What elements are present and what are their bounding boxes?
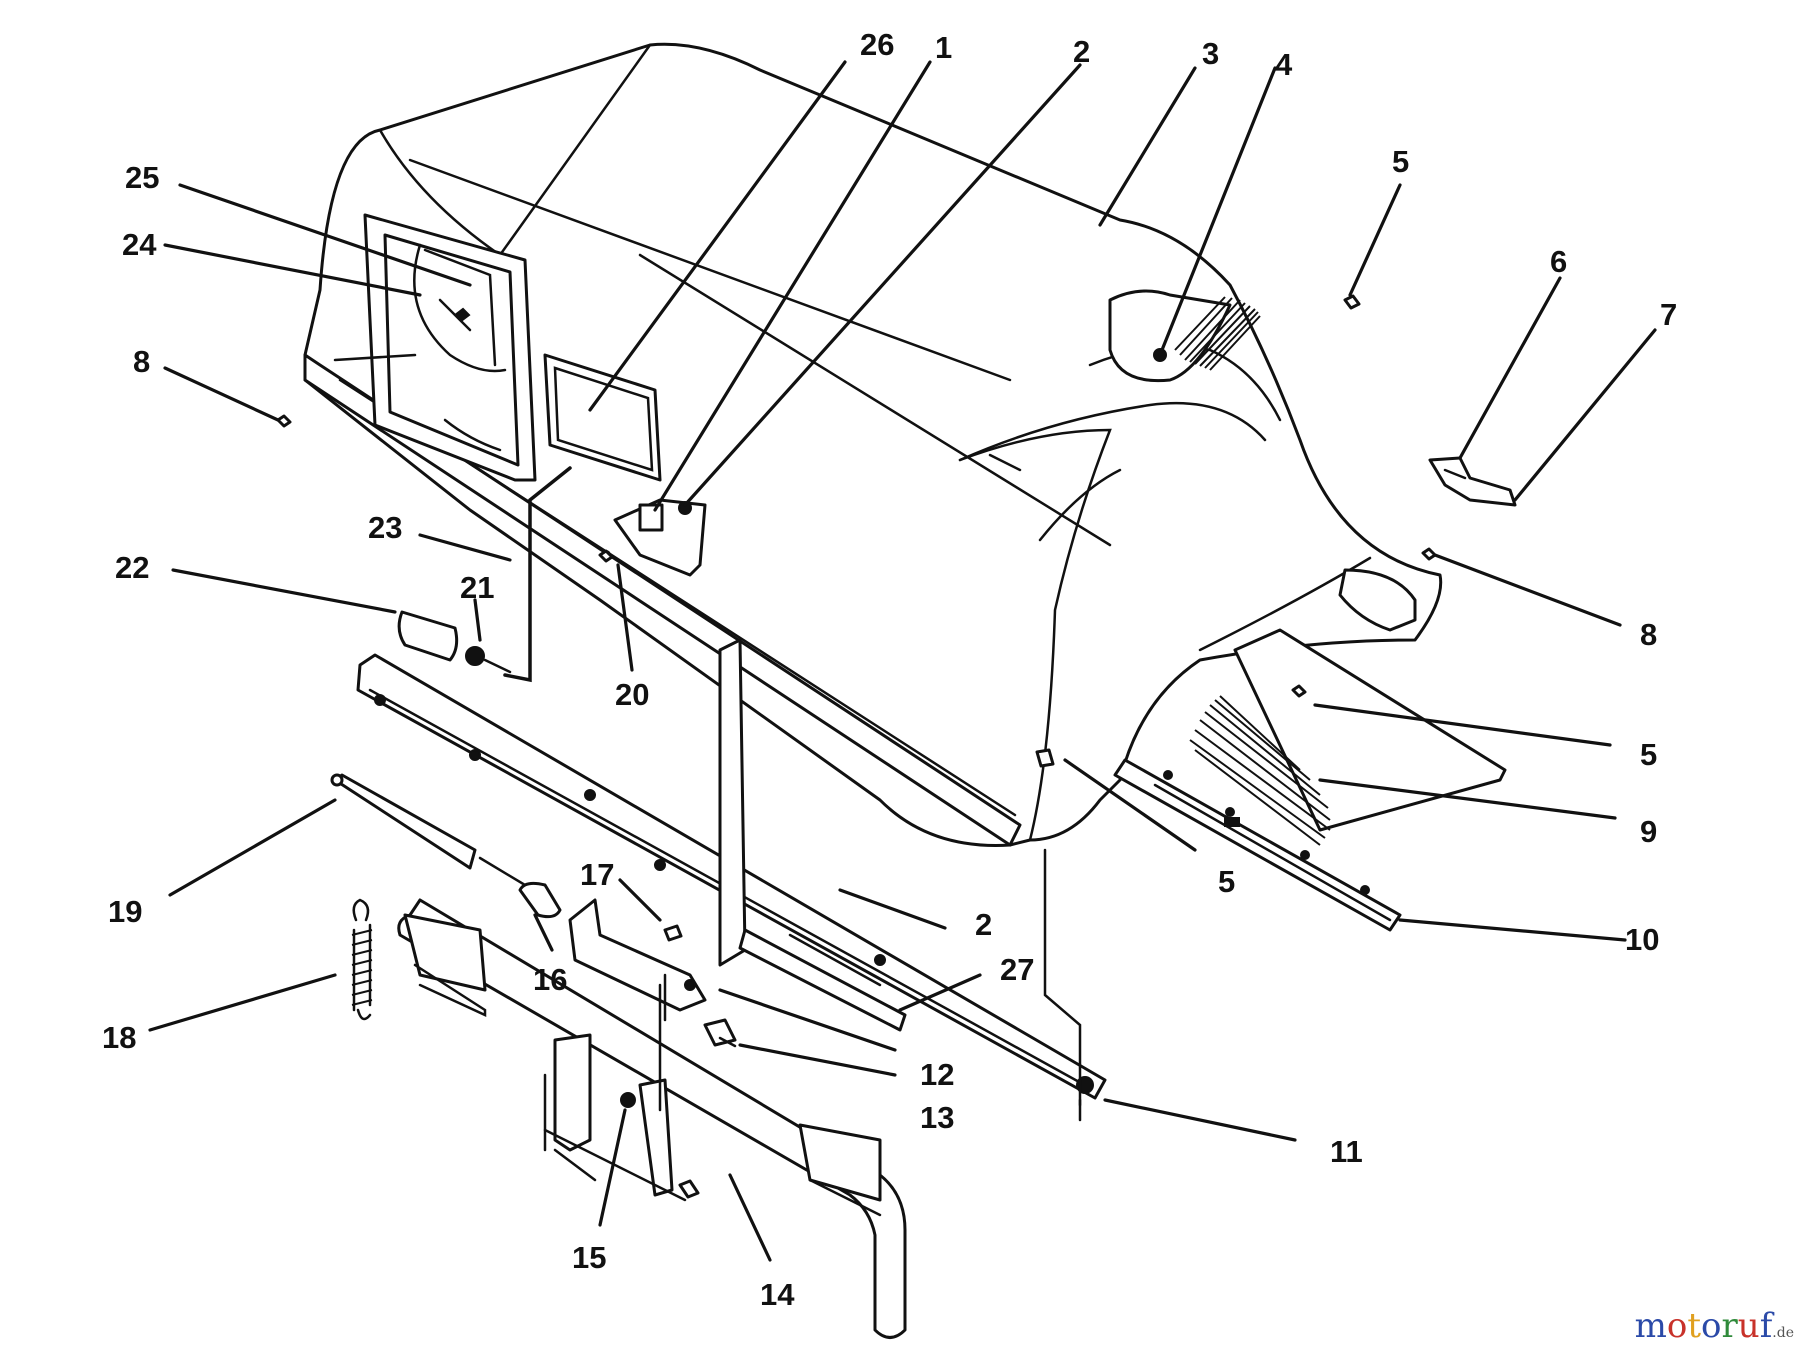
callout-14: 14 [760, 1277, 795, 1312]
screws [276, 294, 1437, 768]
callout-9: 9 [1640, 814, 1657, 849]
callout-27: 27 [1000, 952, 1034, 987]
callout-labels: 26 1 2 3 4 5 6 7 25 24 8 8 23 22 21 20 5… [102, 27, 1677, 1312]
watermark-brand: motoruf [1635, 1306, 1773, 1346]
guide-line [1043, 848, 1082, 1107]
watermark-letter: r [1721, 1306, 1738, 1346]
watermark-letter: m [1634, 1306, 1667, 1346]
spring [351, 898, 373, 1021]
watermark-letter: o [1666, 1306, 1688, 1346]
callout-12: 12 [920, 1057, 954, 1092]
watermark-letter: u [1737, 1306, 1760, 1346]
pivot-rod [330, 773, 532, 890]
callout-8b: 8 [1640, 617, 1657, 652]
callout-2b: 2 [975, 907, 992, 942]
callout-17: 17 [580, 857, 614, 892]
watermark-letter: t [1687, 1306, 1702, 1346]
watermark-tld: .de [1772, 1325, 1794, 1341]
callout-11: 11 [1330, 1134, 1363, 1169]
right-side-rail [1113, 758, 1402, 932]
watermark-letter: o [1701, 1306, 1722, 1346]
bolt [703, 1018, 737, 1048]
callout-13: 13 [920, 1100, 954, 1135]
watermark-logo: motoruf.de [1635, 1306, 1794, 1346]
bushing [518, 881, 562, 919]
right-chute [1108, 289, 1417, 632]
callout-20: 20 [615, 677, 649, 712]
callout-10: 10 [1625, 922, 1659, 957]
callout-15: 15 [572, 1240, 606, 1275]
callout-1: 1 [935, 30, 952, 65]
latch-clip [1428, 456, 1517, 507]
watermark-letter: f [1759, 1306, 1773, 1346]
callout-4: 4 [1275, 47, 1293, 82]
callout-5b: 5 [1640, 737, 1657, 772]
lift-bracket [568, 898, 707, 1012]
support-bar [718, 638, 907, 1032]
fan-window-frame [333, 213, 537, 482]
callout-2: 2 [1073, 34, 1090, 69]
callout-26: 26 [860, 27, 894, 62]
label-plate [543, 353, 662, 482]
callout-23: 23 [368, 510, 402, 545]
leader-lines [148, 60, 1657, 1262]
callout-7: 7 [1660, 297, 1677, 332]
handle-assembly [397, 898, 907, 1339]
callout-18: 18 [102, 1020, 136, 1055]
callout-8a: 8 [133, 344, 150, 379]
callout-24: 24 [122, 227, 157, 262]
rear-deflector [1189, 628, 1507, 846]
callout-25: 25 [125, 160, 159, 195]
callout-16: 16 [533, 962, 567, 997]
callout-21: 21 [460, 570, 494, 605]
callout-3: 3 [1202, 36, 1219, 71]
callout-6: 6 [1550, 244, 1567, 279]
brush-upper [1174, 296, 1261, 371]
hood-cover [303, 42, 1443, 847]
brush-lower [1189, 695, 1331, 846]
callout-22: 22 [115, 550, 149, 585]
callout-5c: 5 [1218, 864, 1235, 899]
latch-bracket [601, 498, 707, 577]
callout-19: 19 [108, 894, 142, 929]
callout-5: 5 [1392, 144, 1409, 179]
lift-rod [397, 466, 572, 683]
